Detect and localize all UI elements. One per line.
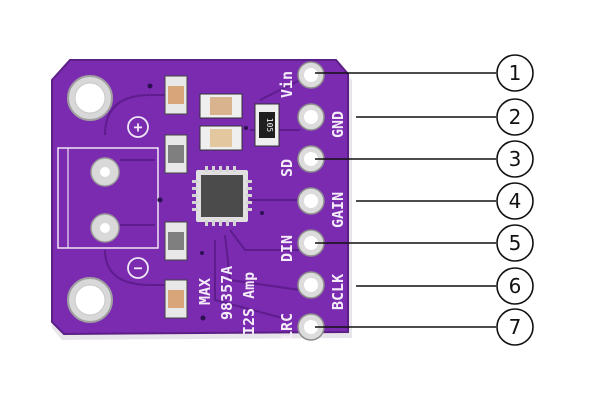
smd-capacitor xyxy=(199,93,243,119)
pin-label-bclk: BCLK xyxy=(329,274,347,310)
pin-number-6: 6 xyxy=(496,267,534,305)
smd-capacitor xyxy=(164,75,188,115)
pin-label-gain: GAIN xyxy=(329,192,347,228)
speaker-terminal-outline xyxy=(57,147,159,249)
header-pad-4 xyxy=(297,187,325,215)
svg-text:4: 4 xyxy=(509,189,522,213)
header-pad-5 xyxy=(297,229,325,257)
svg-text:98357A: 98357A xyxy=(218,266,236,320)
pin-label-vin: Vin xyxy=(278,71,296,98)
minus-polarity-icon: − xyxy=(127,257,149,279)
header-pad-2 xyxy=(297,103,325,131)
svg-text:−: − xyxy=(133,259,142,277)
smd-resistor: 105 xyxy=(254,103,280,147)
pin-number-callouts: 1 2 3 4 5 6 7 xyxy=(496,54,534,346)
svg-text:6: 6 xyxy=(509,274,522,298)
speaker-pad-plus xyxy=(90,157,120,187)
svg-text:I2S Amp: I2S Amp xyxy=(240,272,258,335)
svg-text:3: 3 xyxy=(509,147,522,171)
mounting-hole-bottom xyxy=(67,277,113,323)
svg-text:1: 1 xyxy=(509,61,522,85)
speaker-pad-minus xyxy=(90,213,120,243)
header-pad-3 xyxy=(297,145,325,173)
svg-text:+: + xyxy=(133,118,142,136)
pin-label-lrc: LRC xyxy=(278,313,296,340)
svg-text:105: 105 xyxy=(265,118,274,133)
mounting-hole-top xyxy=(67,75,113,121)
header-pad-6 xyxy=(297,271,325,299)
smd-capacitor xyxy=(164,134,188,174)
pin-label-gnd: GND xyxy=(329,111,347,138)
svg-text:7: 7 xyxy=(509,315,522,339)
pin-number-1: 1 xyxy=(496,54,534,92)
pin-number-3: 3 xyxy=(496,140,534,178)
max98357a-chip xyxy=(192,166,252,226)
pin-number-7: 7 xyxy=(496,308,534,346)
pin-labels: Vin GND SD GAIN DIN BCLK LRC xyxy=(278,71,347,340)
header-pads xyxy=(297,61,325,341)
svg-text:MAX: MAX xyxy=(196,278,214,305)
smd-capacitor xyxy=(164,221,188,261)
header-pad-1 xyxy=(297,61,325,89)
pin-number-4: 4 xyxy=(496,182,534,220)
pin-number-2: 2 xyxy=(496,98,534,136)
svg-text:2: 2 xyxy=(509,105,522,129)
pin-label-din: DIN xyxy=(278,235,296,262)
plus-polarity-icon: + xyxy=(127,116,149,138)
header-pad-7 xyxy=(297,313,325,341)
board-title-silkscreen: MAX 98357A I2S Amp xyxy=(196,266,258,335)
pin-label-sd: SD xyxy=(278,159,296,177)
pin-number-5: 5 xyxy=(496,224,534,262)
callout-lines xyxy=(315,72,496,328)
pcb-vias xyxy=(147,83,264,321)
svg-text:5: 5 xyxy=(509,231,522,255)
smd-capacitor xyxy=(199,125,243,151)
smd-capacitor xyxy=(164,279,188,319)
